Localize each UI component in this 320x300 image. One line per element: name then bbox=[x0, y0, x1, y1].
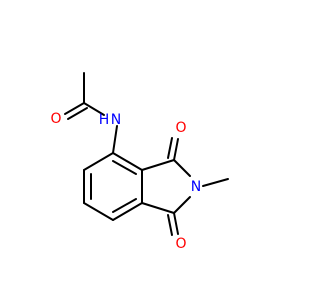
bond-ring-6b bbox=[112, 160, 137, 175]
atom-oxygen-acetyl: O bbox=[50, 111, 61, 127]
bond-c-nh bbox=[83, 102, 105, 116]
molecule-diagram: O N H O N O bbox=[50, 72, 229, 252]
bond-ring-6 bbox=[112, 152, 143, 171]
bond-ring-3 bbox=[83, 202, 114, 221]
bond-c3-o-2 bbox=[167, 137, 173, 159]
bond-acetyl-co bbox=[64, 102, 85, 115]
bond-c3a-c3 bbox=[141, 159, 175, 171]
bond-c1-o-2 bbox=[167, 214, 173, 236]
bond-c1-o bbox=[173, 212, 179, 235]
atom-hydrogen-amide: H bbox=[99, 112, 110, 128]
atom-labels: O N H O N O bbox=[50, 111, 201, 252]
bond-c3-n bbox=[173, 159, 191, 177]
bond-nh-ring bbox=[112, 125, 118, 154]
bond-c3-o bbox=[173, 138, 179, 161]
bond-ring-4 bbox=[112, 202, 143, 221]
bond-ring-4b bbox=[112, 198, 137, 213]
atom-oxygen-bottom: O bbox=[175, 236, 186, 252]
bond-n-ch3 bbox=[202, 178, 229, 187]
bond-n-c1 bbox=[173, 196, 191, 214]
atom-nitrogen-imide: N bbox=[191, 179, 201, 195]
bond-ring-1 bbox=[83, 152, 114, 171]
atom-nitrogen-amide: N bbox=[111, 112, 121, 128]
atom-oxygen-top: O bbox=[175, 120, 186, 136]
bond-acetyl-co-2 bbox=[67, 107, 88, 120]
bonds bbox=[64, 72, 229, 236]
bond-c1-c7a bbox=[141, 202, 175, 214]
